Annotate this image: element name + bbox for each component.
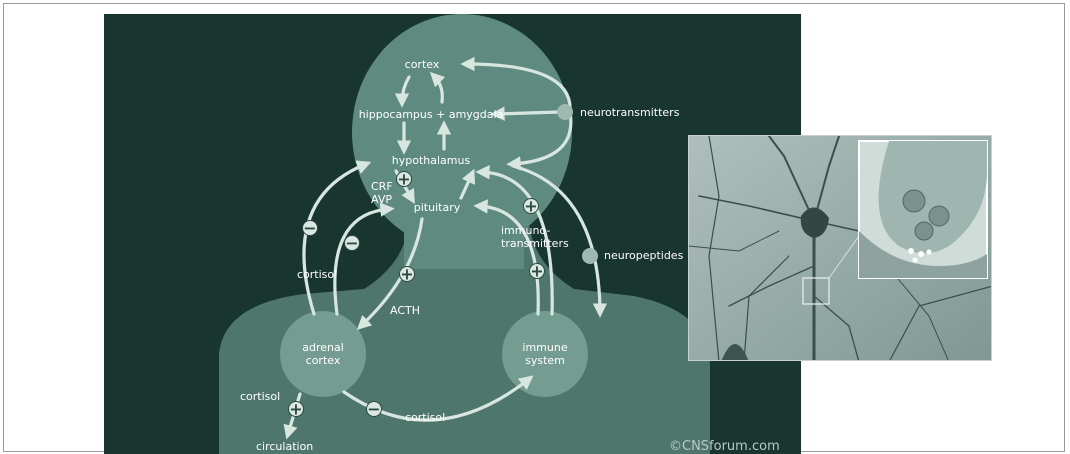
label-neurotransmitters: neurotransmitters: [580, 106, 680, 119]
label-immunotransmitters-line2: transmitters: [501, 237, 569, 250]
minus-sign-cortisol-hypothalamus: −: [303, 219, 318, 238]
plus-sign-immunotransmitters-lower: +: [530, 262, 545, 281]
minus-sign-cortisol-immune: −: [367, 400, 382, 419]
label-immune-system-line1: immune: [522, 341, 567, 354]
plus-sign-circulation: +: [289, 400, 304, 419]
neurotransmitters-dot: [557, 104, 573, 120]
label-neuropeptides: neuropeptides: [604, 249, 684, 262]
copyright-text: ©CNSforum.com: [669, 439, 780, 454]
label-cortisol-left: cortisol: [297, 268, 337, 281]
label-cortex: cortex: [405, 58, 440, 71]
label-crf: CRF: [371, 180, 393, 193]
label-hippocampus-amygdala: hippocampus + amygdala: [359, 108, 504, 121]
svg-text:−: −: [367, 400, 380, 419]
label-cortisol-bottom-left: cortisol: [240, 390, 280, 403]
neuropeptides-dot: [582, 248, 598, 264]
arrow-neurotransmitters-to-limbic: [496, 112, 560, 114]
minus-sign-cortisol-pituitary: −: [345, 234, 360, 253]
svg-text:−: −: [303, 219, 316, 238]
plus-sign-crf: +: [397, 170, 412, 189]
plus-sign-immunotransmitters-upper: +: [524, 197, 539, 216]
neuron-synapse-inset: [688, 135, 992, 361]
label-hypothalamus: hypothalamus: [392, 154, 471, 167]
label-immune-system-line2: system: [525, 354, 565, 367]
label-acth: ACTH: [390, 304, 420, 317]
svg-text:+: +: [400, 265, 413, 284]
label-adrenal-cortex-line1: adrenal: [302, 341, 344, 354]
label-immunotransmitters-line1: immuno-: [501, 224, 550, 237]
plus-sign-acth: +: [400, 265, 415, 284]
label-pituitary: pituitary: [414, 201, 461, 214]
label-cortisol-bottom: cortisol: [405, 411, 445, 424]
svg-text:+: +: [397, 170, 410, 189]
svg-text:+: +: [289, 400, 302, 419]
label-adrenal-cortex-line2: cortex: [306, 354, 341, 367]
svg-text:+: +: [524, 197, 537, 216]
svg-text:−: −: [345, 234, 358, 253]
label-circulation: circulation: [256, 440, 313, 453]
svg-text:+: +: [530, 262, 543, 281]
label-avp: AVP: [371, 193, 392, 206]
